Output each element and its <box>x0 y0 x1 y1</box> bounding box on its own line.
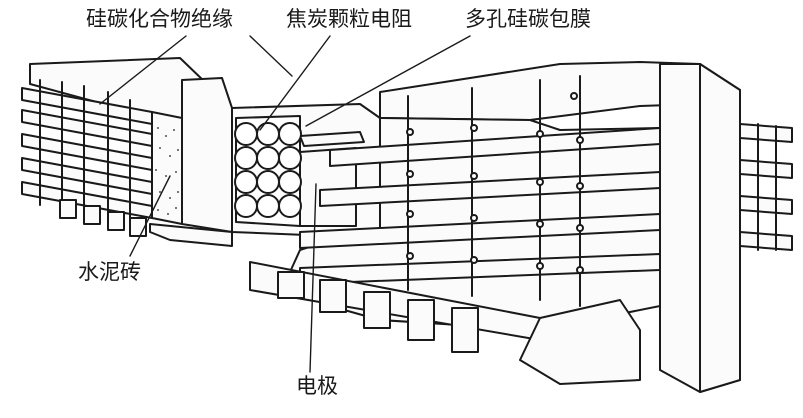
coke-resistor-label: 焦炭颗粒电阻 <box>286 7 412 31</box>
base-footings <box>249 261 641 385</box>
electrode-label: 电极 <box>296 374 338 398</box>
left-end-wall <box>21 57 233 247</box>
cement-brick-label: 水泥砖 <box>78 260 141 284</box>
chamber <box>231 103 381 239</box>
leader-lines <box>99 35 471 373</box>
insulation-texture <box>155 127 179 215</box>
insulation-label: 硅碳化合物绝缘 <box>86 7 233 31</box>
main-body <box>289 61 793 393</box>
coke-particles <box>234 122 302 218</box>
porous-coating-label: 多孔硅碳包膜 <box>465 7 591 31</box>
